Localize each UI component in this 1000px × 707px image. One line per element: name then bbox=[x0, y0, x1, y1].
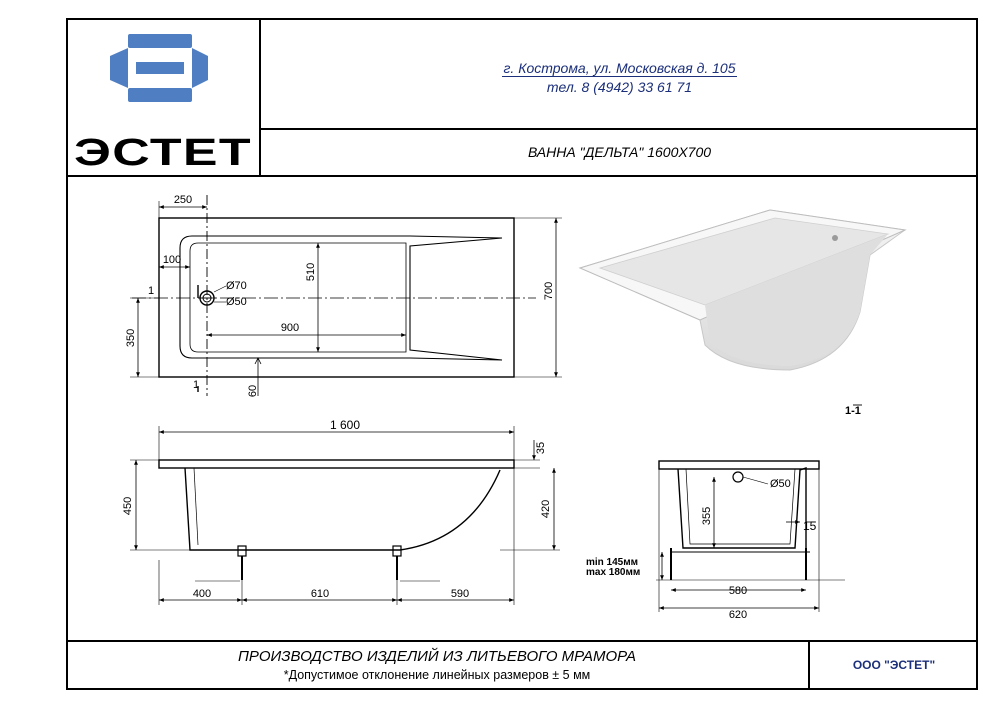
logo-cell: ЭСТЕТ bbox=[66, 18, 261, 177]
leg-left bbox=[237, 545, 247, 580]
dim-15-label: 15 bbox=[803, 519, 817, 533]
dim-400-label: 400 bbox=[193, 588, 211, 600]
dim-420-label: 420 bbox=[540, 500, 552, 518]
dim-450-label: 450 bbox=[122, 497, 134, 515]
section-label: 1-1 bbox=[845, 405, 861, 417]
dim-35-label: 35 bbox=[535, 442, 547, 454]
dim-580-label: 580 bbox=[729, 585, 747, 597]
dim-900-label: 900 bbox=[281, 322, 299, 334]
leg-max-label: max 180мм bbox=[586, 567, 640, 578]
footer-title: ПРОИЗВОДСТВО ИЗДЕЛИЙ ИЗ ЛИТЬЕВОГО МРАМОР… bbox=[237, 648, 636, 665]
tolerance-note: *Допустимое отклонение линейных размеров… bbox=[283, 668, 591, 682]
side-view-labels: 1 600 35 450 420 400 610 590 bbox=[122, 418, 552, 600]
footer-company-cell: ООО "ЭСТЕТ" bbox=[810, 640, 978, 690]
section-d50-label: Ø50 bbox=[770, 478, 791, 490]
dim-610-label: 610 bbox=[311, 588, 329, 600]
dim-250-label: 250 bbox=[174, 194, 192, 206]
dim-510-label: 510 bbox=[305, 263, 317, 281]
address-text: г. Кострома, ул. Московская д. 105 bbox=[501, 60, 738, 77]
dim-60-label: 60 bbox=[247, 385, 259, 397]
dim-355-label: 355 bbox=[701, 507, 713, 525]
dim-100-label: 100 bbox=[163, 254, 181, 266]
product-title-cell: ВАННА "ДЕЛЬТА" 1600Х700 bbox=[261, 130, 978, 177]
section-mark-bottom: 1 bbox=[193, 379, 199, 391]
leg-min-label: min 145мм bbox=[586, 557, 638, 568]
drain-d50-label: Ø50 bbox=[226, 296, 247, 308]
side-view bbox=[130, 426, 560, 605]
section-mark-top: 1 bbox=[148, 285, 154, 297]
dim-700-label: 700 bbox=[543, 282, 555, 300]
section-view bbox=[656, 404, 862, 612]
dim-620-label: 620 bbox=[729, 609, 747, 621]
phone-text: тел. 8 (4942) 33 61 71 bbox=[546, 79, 693, 95]
company-logo: ЭСТЕТ bbox=[74, 28, 252, 174]
company-name: ООО "ЭСТЕТ" bbox=[852, 658, 936, 672]
logo-text: ЭСТЕТ bbox=[74, 132, 252, 174]
logo-mark-icon bbox=[110, 28, 208, 106]
drain-d70-label: Ø70 bbox=[226, 280, 247, 292]
dim-350-label: 350 bbox=[125, 329, 137, 347]
dim-1600-label: 1 600 bbox=[330, 418, 360, 432]
sheet-frame bbox=[66, 18, 978, 690]
address-cell: г. Кострома, ул. Московская д. 105 тел. … bbox=[261, 18, 978, 130]
plan-view-labels: 250 100 510 Ø70 Ø50 900 350 60 700 1 1 bbox=[125, 194, 555, 397]
tub-render-image bbox=[578, 209, 907, 371]
dim-590-label: 590 bbox=[451, 588, 469, 600]
leg-right bbox=[392, 545, 402, 580]
section-view-labels: 1-1 Ø50 355 15 min 145мм max 180мм 580 6… bbox=[586, 405, 861, 621]
plan-view bbox=[130, 195, 562, 396]
product-title: ВАННА "ДЕЛЬТА" 1600Х700 bbox=[527, 144, 712, 160]
footer-main: ПРОИЗВОДСТВО ИЗДЕЛИЙ ИЗ ЛИТЬЕВОГО МРАМОР… bbox=[66, 640, 810, 690]
